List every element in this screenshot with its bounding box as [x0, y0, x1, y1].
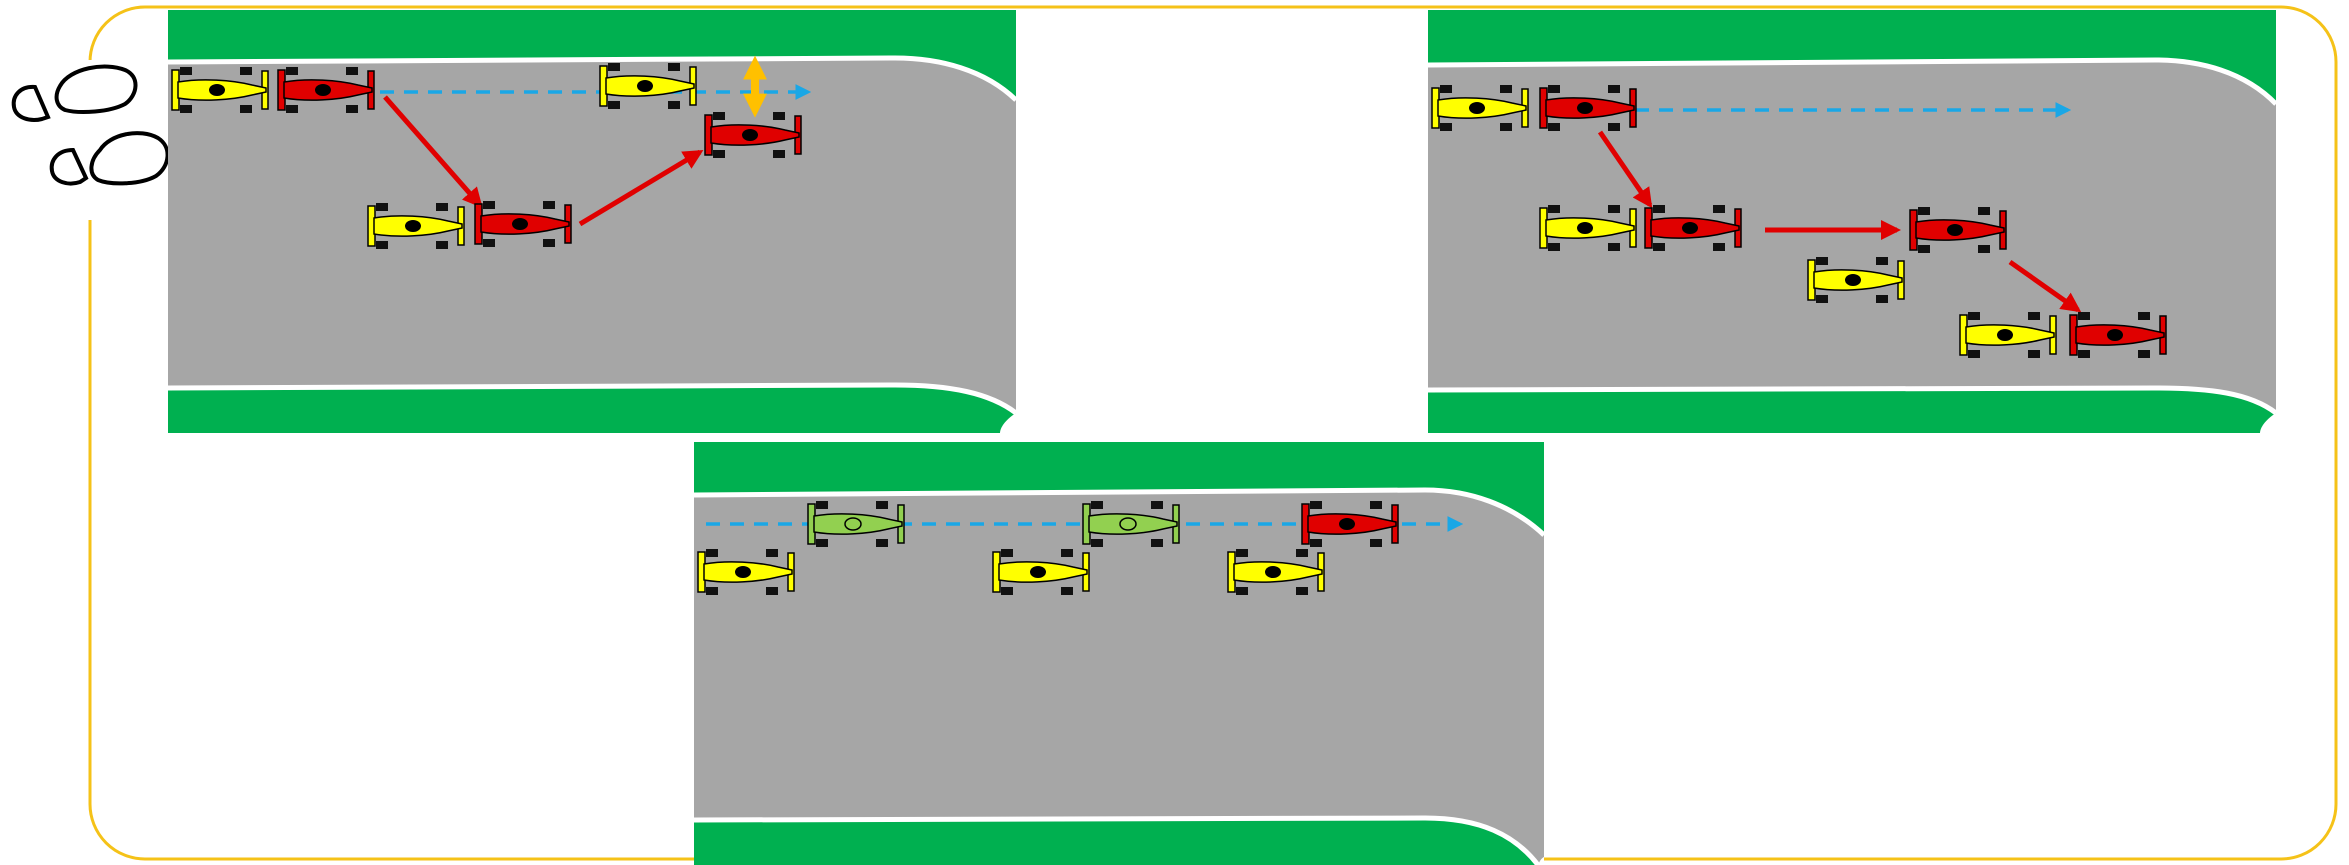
panel-overtake-and-rejoin — [168, 10, 1016, 433]
panel-train-of-cars — [694, 442, 1544, 865]
panel-double-lane-change — [1428, 10, 2276, 433]
